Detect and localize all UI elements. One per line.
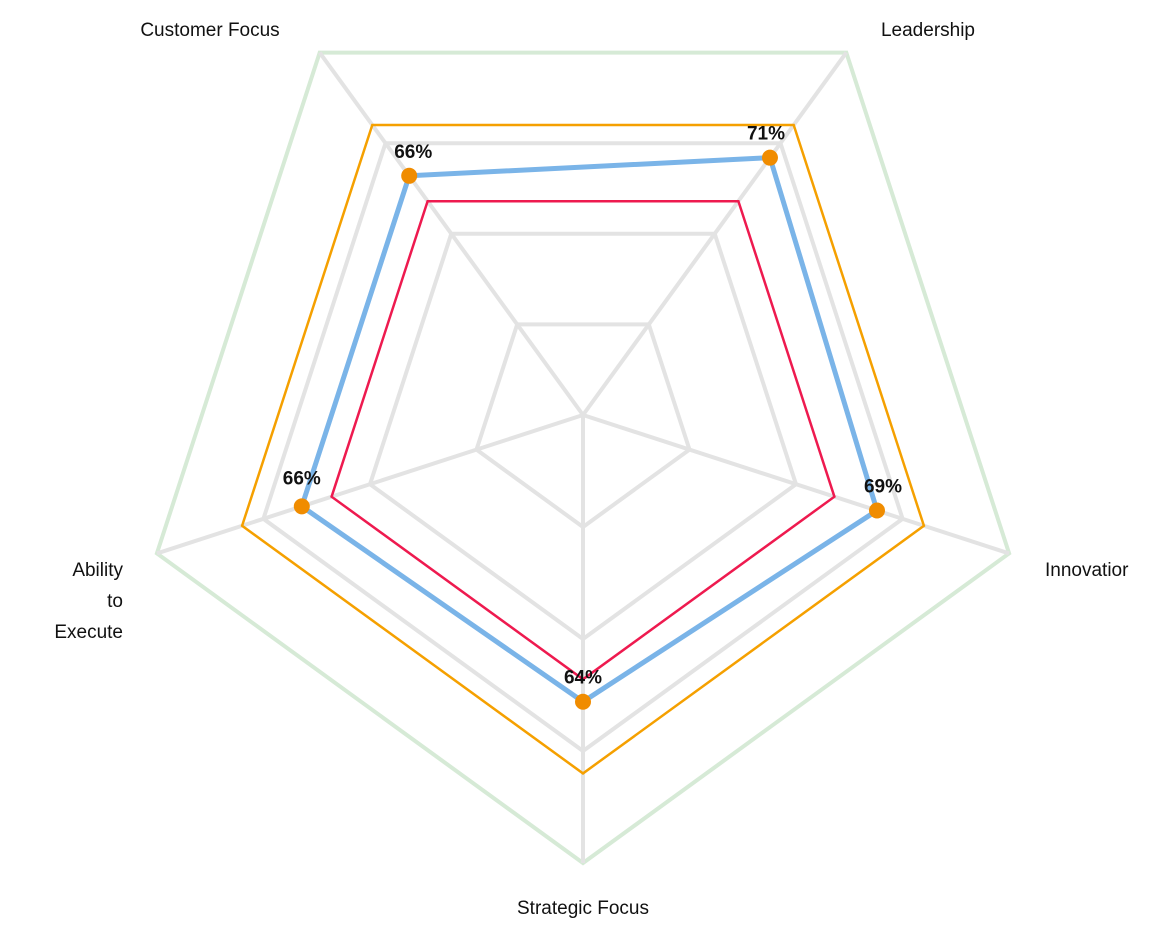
axis-label-customer-focus: Customer Focus [140,20,279,41]
value-label: 64% [564,668,602,689]
axis-label-innovation: Innovatior [1045,560,1129,581]
grid-ring-25 [474,322,692,530]
data-markers [293,149,885,710]
spoke-leadership [581,51,848,417]
grid-ring-100 [154,50,1012,866]
value-label: 69% [864,477,902,498]
value-label: 66% [394,142,432,163]
spoke-innovation [582,413,1010,556]
value-label: 71% [747,124,785,145]
axis-label-leadership: Leadership [881,20,975,41]
series-score [298,155,880,705]
data-point-marker[interactable] [293,498,310,515]
series-baseline [330,199,836,681]
data-point-marker[interactable] [575,693,591,710]
data-point-marker[interactable] [401,167,418,184]
data-point-marker[interactable] [761,149,778,166]
value-labels: 71% 69% 64% 66% 66% [283,124,902,689]
grid-ring-75 [261,141,905,754]
value-label: 66% [283,468,321,489]
grid-ring-50 [367,231,799,642]
radar-spokes [156,51,1010,863]
spoke-ability-to-execute [156,413,584,556]
radar-series [240,123,926,775]
radar-grid [154,50,1012,866]
series-target [240,123,926,775]
spoke-customer-focus [318,51,585,417]
axis-label-strategic-focus: Strategic Focus [517,898,649,919]
data-point-marker[interactable] [868,502,885,519]
